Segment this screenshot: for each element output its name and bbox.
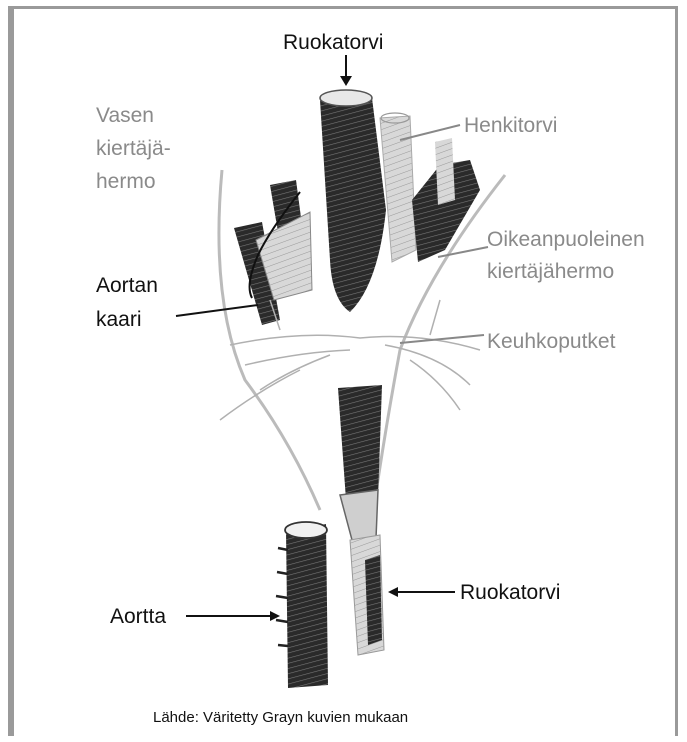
line-aortic-arch: [176, 305, 258, 316]
label-aortic-arch-line2: kaari: [96, 307, 142, 332]
trachea: [380, 113, 416, 262]
label-aorta: Aortta: [110, 604, 166, 629]
label-aortic-arch-line1: Aortan: [96, 273, 158, 298]
right-vessels: [412, 138, 480, 262]
left-vessels: [234, 180, 312, 325]
label-right-vagus-line2: kiertäjähermo: [487, 259, 614, 284]
esophagus-lower: [338, 385, 384, 655]
label-left-vagus-line2: kiertäjä-: [96, 136, 171, 161]
label-right-vagus-line1: Oikeanpuoleinen: [487, 227, 645, 252]
label-esophagus-bottom: Ruokatorvi: [460, 580, 560, 605]
label-bronchi: Keuhkoputket: [487, 329, 615, 354]
label-left-vagus-line1: Vasen: [96, 103, 154, 128]
line-bronchi: [400, 335, 484, 343]
descending-aorta: [276, 522, 328, 688]
label-esophagus-top: Ruokatorvi: [283, 30, 383, 55]
source-caption: Lähde: Väritetty Grayn kuvien mukaan: [153, 709, 408, 726]
label-trachea: Henkitorvi: [464, 113, 557, 138]
esophagus-upper: [320, 90, 386, 312]
label-left-vagus-line3: hermo: [96, 169, 156, 194]
